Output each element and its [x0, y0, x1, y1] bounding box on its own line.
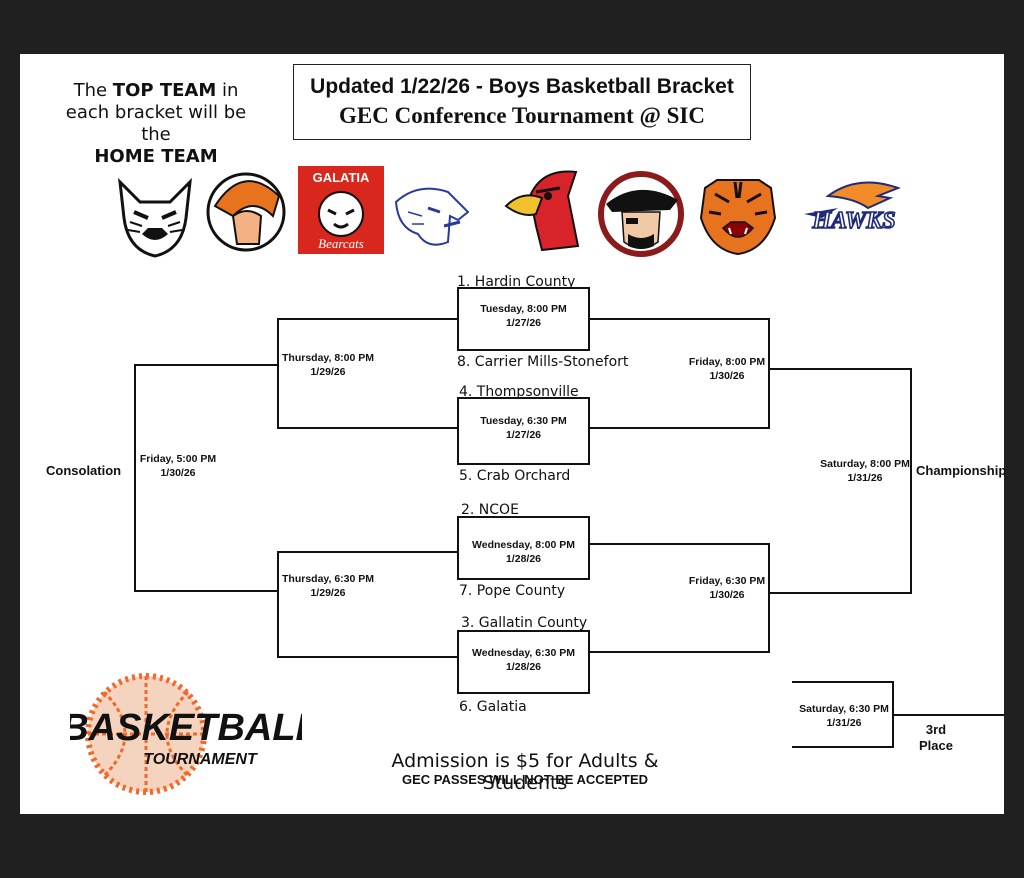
connector: [590, 651, 770, 653]
cougar-logo: [394, 187, 470, 246]
team-seed-7: 7. Pope County: [459, 583, 566, 599]
connector: [590, 543, 770, 545]
game-time: Tuesday, 8:00 PM: [480, 303, 567, 315]
team-seed-6: 6. Galatia: [459, 699, 527, 715]
team-seed-2: 2. NCOE: [461, 502, 519, 518]
team-seed-3: 3. Gallatin County: [461, 615, 588, 631]
connector: [277, 551, 279, 658]
consolation-label: Consolation: [46, 463, 122, 478]
team-seed-8: 8. Carrier Mills-Stonefort: [457, 354, 629, 370]
connector: [277, 656, 457, 658]
game-date: 1/29/26: [310, 587, 346, 599]
game-slot-semifinal-bottom: Friday, 6:30 PM 1/30/26: [682, 574, 772, 602]
connector: [277, 318, 279, 429]
bracket-sheet: The TOP TEAM in each bracket will be the…: [20, 54, 1007, 814]
connector: [768, 318, 770, 429]
galatia-bearcats-logo: GALATIA Bearcats: [298, 166, 384, 254]
tiger-logo: [699, 179, 777, 256]
hawks-logo-text: HAWKS: [811, 208, 895, 234]
game-slot-third-place: Saturday, 6:30 PM 1/31/26: [796, 702, 892, 730]
game-date: 1/31/26: [847, 472, 883, 484]
team-seed-4: 4. Thompsonville: [459, 384, 579, 400]
game-date: 1/29/26: [310, 366, 346, 378]
bearcats-logo-text: Bearcats: [318, 236, 364, 251]
bobcat-logo: [118, 177, 192, 258]
galatia-logo-text: GALATIA: [313, 170, 370, 185]
connector: [770, 592, 912, 594]
game-box-3: Wednesday, 8:00 PM 1/28/26: [457, 516, 590, 580]
page-subtitle: GEC Conference Tournament @ SIC: [339, 103, 705, 128]
connector: [910, 368, 912, 594]
game-time: Friday, 8:00 PM: [688, 356, 766, 368]
game-time: Friday, 5:00 PM: [139, 453, 217, 465]
basketball-tournament-logo: BASKETBALL TOURNAMENT: [70, 673, 302, 795]
connector: [277, 318, 457, 320]
championship-label: Championship: [916, 463, 1007, 478]
connector: [770, 368, 912, 370]
game-slot-semifinal-top: Friday, 8:00 PM 1/30/26: [682, 355, 772, 383]
title-box: Updated 1/22/26 - Boys Basketball Bracke…: [293, 64, 751, 140]
game-slot-championship: Saturday, 8:00 PM 1/31/26: [818, 457, 912, 485]
note-text: The: [73, 80, 113, 101]
third-label-line1: 3rd: [925, 722, 947, 737]
game-slot-consolation-semi-top: Thursday, 8:00 PM 1/29/26: [278, 351, 378, 379]
note-bold-top-team: TOP TEAM: [112, 80, 217, 101]
game-time: Wednesday, 8:00 PM: [472, 539, 575, 551]
connector: [892, 681, 894, 748]
connector: [134, 364, 277, 366]
game-time: Saturday, 6:30 PM: [799, 703, 889, 715]
game-time: Thursday, 8:00 PM: [282, 352, 374, 364]
note-text-mid: in each bracket will be the: [65, 80, 247, 145]
game-date: 1/30/26: [709, 370, 745, 382]
game-date: 1/31/26: [826, 717, 862, 729]
game-date: 1/30/26: [160, 467, 196, 479]
connector: [590, 318, 770, 320]
game-time: Wednesday, 6:30 PM: [472, 647, 575, 659]
redbird-logo: [504, 170, 580, 252]
game-date: 1/30/26: [709, 589, 745, 601]
connector: [134, 364, 136, 592]
game-box-2: Tuesday, 6:30 PM 1/27/26: [457, 397, 590, 465]
hawks-logo: HAWKS: [804, 181, 901, 235]
game-time: Tuesday, 6:30 PM: [480, 415, 567, 427]
connector: [134, 590, 277, 592]
connector: [792, 681, 894, 683]
team-seed-1: 1. Hardin County: [457, 274, 576, 290]
passes-note: GEC PASSES WILL NOT BE ACCEPTED: [401, 772, 649, 787]
game-time: Saturday, 8:00 PM: [820, 458, 910, 470]
game-box-4: Wednesday, 6:30 PM 1/28/26: [457, 630, 590, 694]
game-time: Friday, 6:30 PM: [688, 575, 766, 587]
spartan-logo: [206, 172, 286, 252]
page-title: Updated 1/22/26 - Boys Basketball Bracke…: [310, 75, 734, 98]
basketball-logo-text: BASKETBALL: [70, 707, 302, 749]
game-time: Thursday, 6:30 PM: [282, 573, 374, 585]
game-date: 1/28/26: [505, 553, 542, 565]
note-bold-home-team: HOME TEAM: [94, 146, 218, 167]
game-slot-consolation-semi-bottom: Thursday, 6:30 PM 1/29/26: [278, 572, 378, 600]
admission-note: Admission is $5 for Adults & Students: [391, 750, 659, 794]
third-label-line2: Place: [919, 738, 953, 753]
pirate-logo: [598, 171, 684, 257]
connector: [894, 714, 1004, 716]
connector: [768, 543, 770, 653]
team-seed-5: 5. Crab Orchard: [459, 468, 571, 484]
game-box-1: Tuesday, 8:00 PM 1/27/26: [457, 287, 590, 351]
game-date: 1/27/26: [505, 317, 542, 329]
game-slot-consolation: Friday, 5:00 PM 1/30/26: [136, 452, 220, 480]
tournament-logo-text: TOURNAMENT: [143, 751, 258, 768]
connector: [792, 746, 894, 748]
game-date: 1/28/26: [505, 661, 542, 673]
connector: [277, 551, 457, 553]
game-date: 1/27/26: [505, 429, 542, 441]
third-place-label: 3rd Place: [916, 722, 956, 754]
connector: [277, 427, 457, 429]
connector: [590, 427, 770, 429]
home-team-note: The TOP TEAM in each bracket will be the…: [56, 80, 256, 168]
